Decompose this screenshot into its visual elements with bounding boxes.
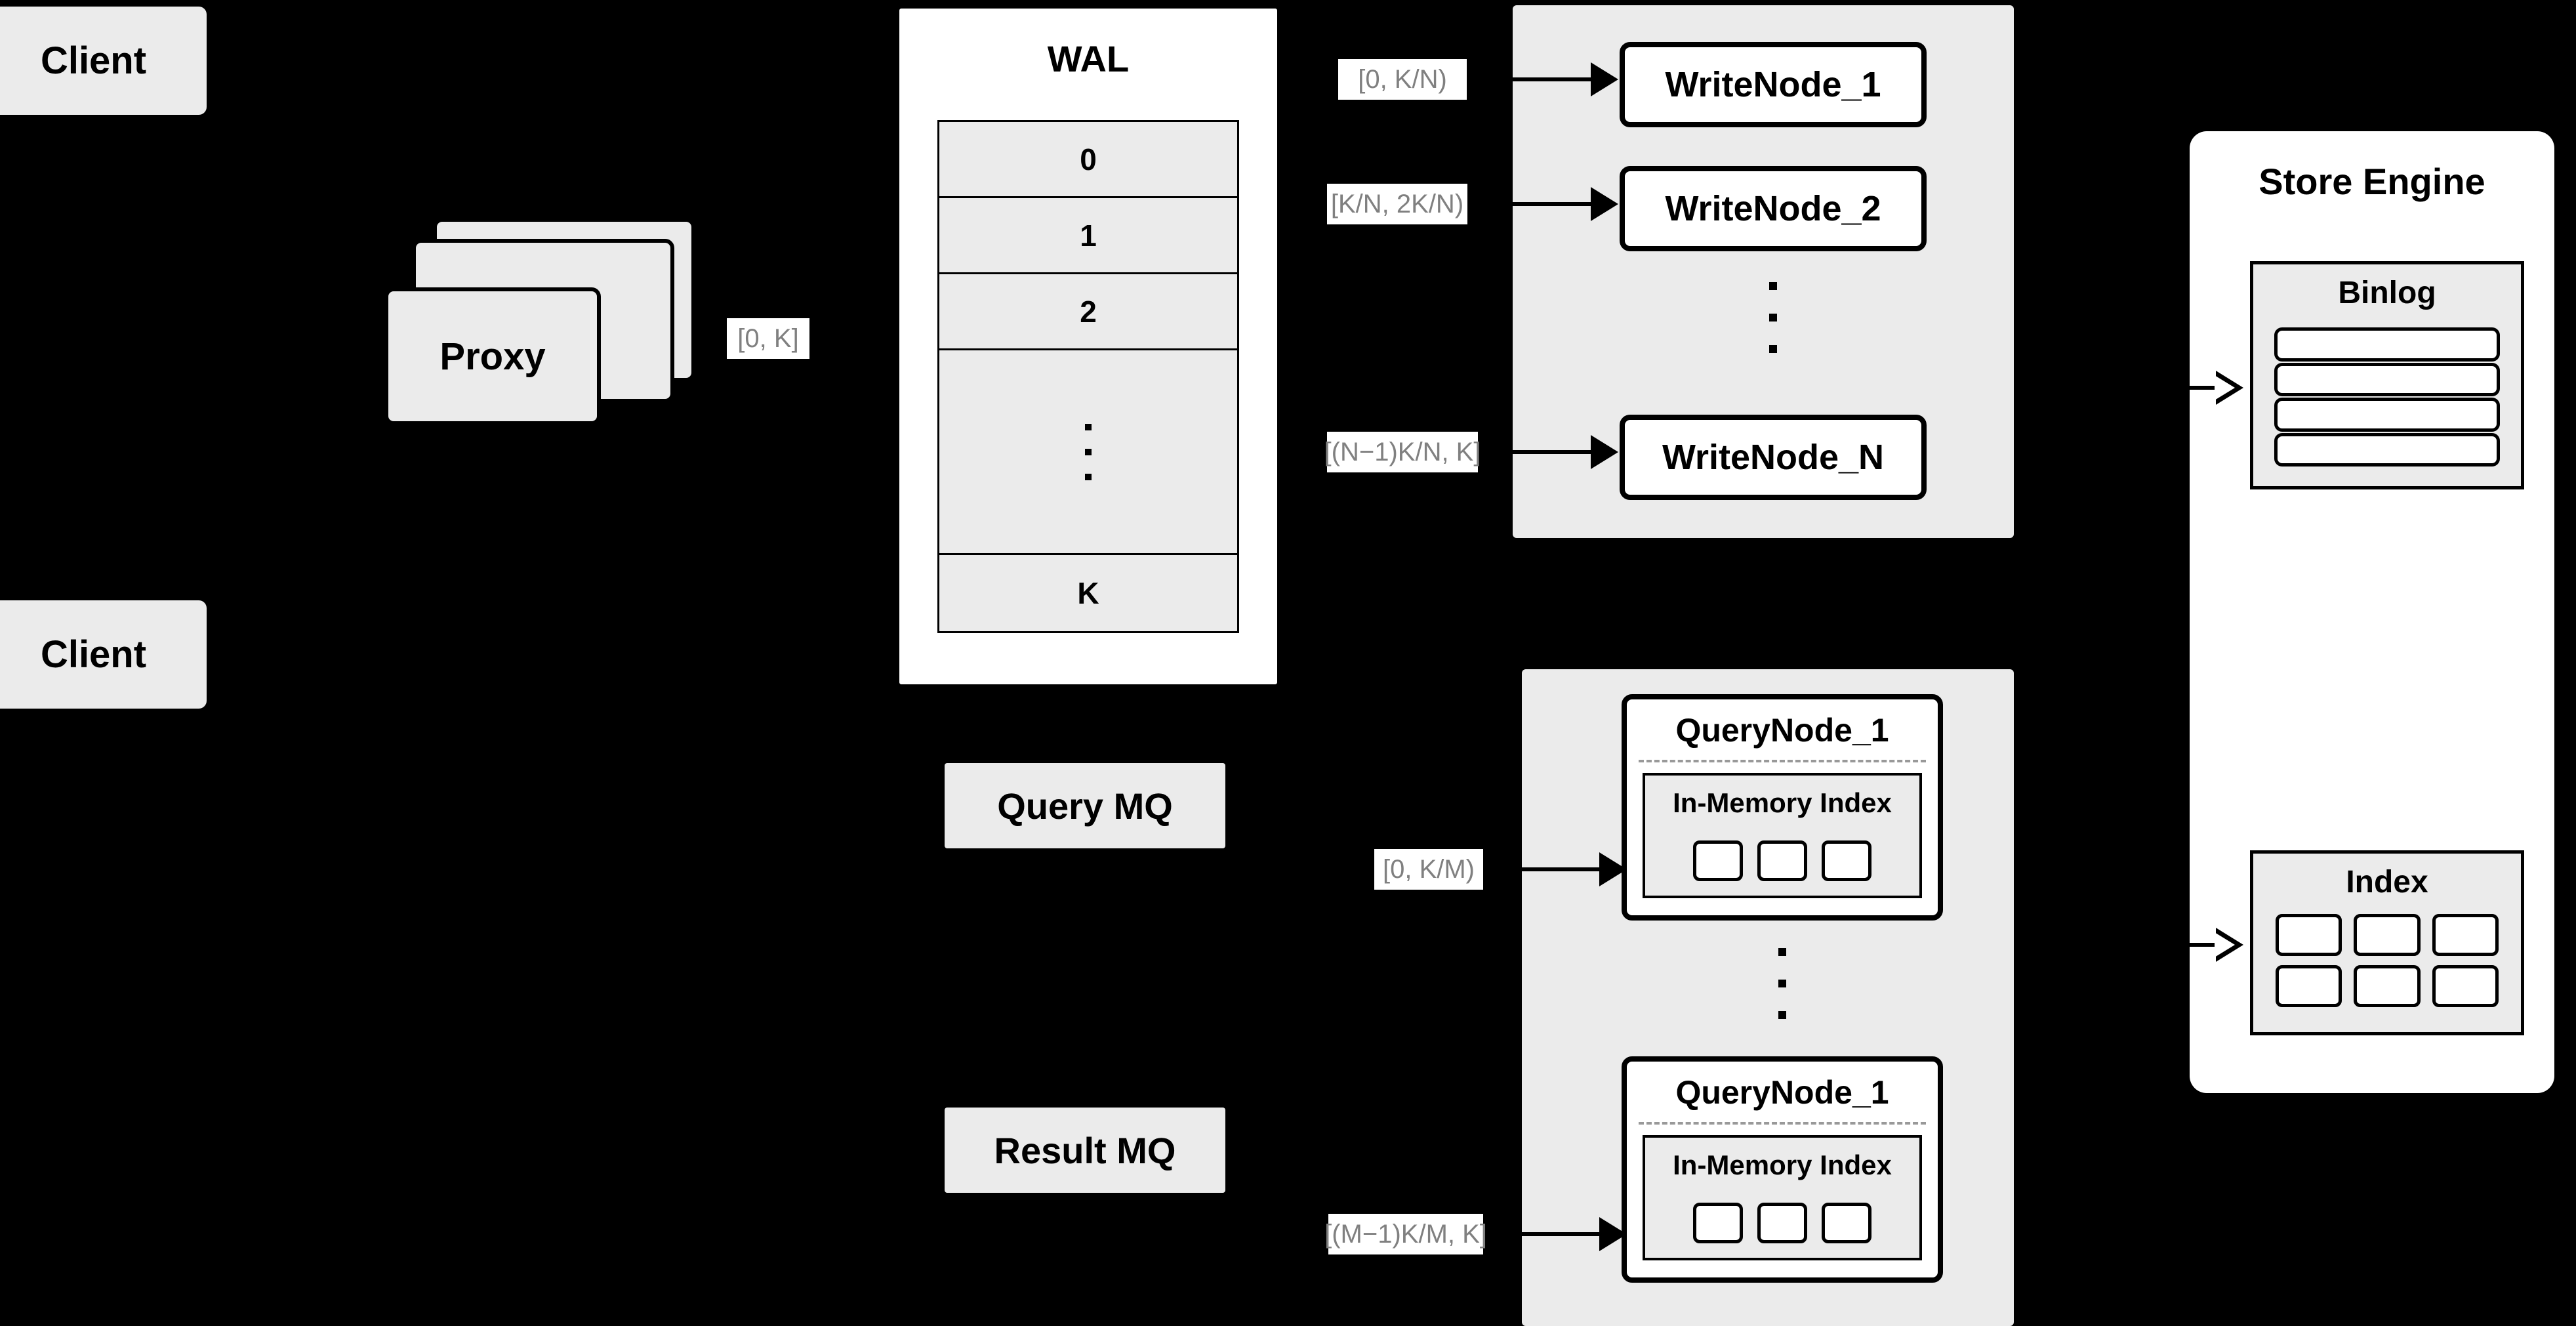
arrow-head-write-1 xyxy=(1591,62,1618,96)
index-cell xyxy=(1757,1203,1807,1243)
arrow-head-query-1 xyxy=(1599,852,1627,886)
client-box-1[interactable]: Client xyxy=(0,7,207,115)
in-memory-index-1-cells xyxy=(1645,840,1919,881)
wal-title: WAL xyxy=(1047,38,1130,79)
client-label-2: Client xyxy=(40,633,147,676)
index-cell xyxy=(1693,1203,1743,1243)
write-node-1-label: WriteNode_1 xyxy=(1665,65,1881,104)
arrow-line-write-1 xyxy=(1476,77,1591,81)
interval-label-write-node-n: [(N−1)K/N, K] xyxy=(1324,432,1481,472)
index-cell xyxy=(2354,914,2421,956)
binlog-row xyxy=(2274,327,2500,362)
query-node-group: QueryNode_1 In-Memory Index QueryNode_1 … xyxy=(1522,669,2014,1326)
interval-text-proxy: [0, K] xyxy=(737,324,799,353)
index-cell xyxy=(1693,840,1743,881)
binlog-panel: Binlog xyxy=(2250,261,2524,489)
arrow-line-binlog xyxy=(2182,386,2216,390)
result-mq-label: Result MQ xyxy=(994,1129,1176,1171)
write-node-n[interactable]: WriteNode_N xyxy=(1620,415,1927,500)
binlog-rows xyxy=(2274,327,2500,466)
binlog-row xyxy=(2274,432,2500,466)
query-mq-label: Query MQ xyxy=(997,785,1173,827)
query-mq-box[interactable]: Query MQ xyxy=(945,763,1225,848)
wal-row-ellipsis xyxy=(939,350,1237,555)
interval-text-write-1: [0, K/N) xyxy=(1358,65,1447,94)
in-memory-index-m-title: In-Memory Index xyxy=(1673,1150,1892,1180)
ellipsis-dot-icon xyxy=(1769,345,1777,353)
index-cell xyxy=(1822,1203,1871,1243)
write-node-n-label: WriteNode_N xyxy=(1662,438,1885,477)
ellipsis-dot-icon xyxy=(1778,980,1786,987)
in-memory-index-1: In-Memory Index xyxy=(1643,773,1922,898)
result-mq-box[interactable]: Result MQ xyxy=(945,1108,1225,1193)
wal-row-1: 1 xyxy=(939,198,1237,274)
binlog-title: Binlog xyxy=(2338,276,2436,310)
arrow-line-write-n xyxy=(1480,450,1591,454)
write-node-1[interactable]: WriteNode_1 xyxy=(1620,42,1927,127)
interval-text-write-2: [K/N, 2K/N) xyxy=(1330,190,1464,218)
write-node-ellipsis xyxy=(1769,282,1777,353)
index-title: Index xyxy=(2346,865,2428,900)
write-node-group: WriteNode_1 WriteNode_2 WriteNode_N xyxy=(1513,5,2014,538)
ellipsis-dot-icon xyxy=(1778,1011,1786,1019)
in-memory-index-m-cells xyxy=(1645,1203,1919,1243)
arrow-line-query-m xyxy=(1488,1232,1599,1236)
wal-row-2: 2 xyxy=(939,274,1237,350)
wal-row-0: 0 xyxy=(939,122,1237,198)
arrow-head-query-m xyxy=(1599,1217,1627,1251)
ellipsis-dot-icon xyxy=(1085,423,1092,430)
interval-text-write-n: [(N−1)K/N, K] xyxy=(1324,438,1481,466)
ellipsis-dot-icon xyxy=(1769,314,1777,321)
interval-text-query-m: [(M−1)K/M, K] xyxy=(1324,1220,1487,1249)
index-cell xyxy=(2354,965,2421,1007)
query-node-m-label: QueryNode_1 xyxy=(1675,1074,1889,1111)
query-node-1[interactable]: QueryNode_1 In-Memory Index xyxy=(1622,694,1943,921)
query-node-m-divider xyxy=(1639,1122,1926,1125)
index-cell xyxy=(2276,914,2342,956)
arrow-line-query-1 xyxy=(1488,867,1599,871)
arrow-line-write-2 xyxy=(1476,202,1591,206)
ellipsis-dot-icon xyxy=(1085,448,1092,455)
index-cell xyxy=(2432,914,2499,956)
index-grid xyxy=(2276,914,2499,1007)
binlog-row xyxy=(2274,398,2500,432)
write-node-2[interactable]: WriteNode_2 xyxy=(1620,166,1927,251)
index-cell xyxy=(2432,965,2499,1007)
arrow-head-write-2 xyxy=(1591,187,1618,221)
client-label-1: Client xyxy=(40,39,147,82)
store-engine-title: Store Engine xyxy=(2259,161,2485,202)
query-node-ellipsis xyxy=(1778,948,1786,1019)
interval-text-query-1: [0, K/M) xyxy=(1382,855,1475,884)
interval-label-query-node-m: [(M−1)K/M, K] xyxy=(1324,1214,1487,1254)
wal-row-k: K xyxy=(1077,576,1099,610)
interval-label-write-node-1: [0, K/N) xyxy=(1338,59,1467,100)
arrow-head-index xyxy=(2215,928,2243,962)
arrow-head-write-n xyxy=(1591,435,1618,469)
client-box-2[interactable]: Client xyxy=(0,600,207,709)
proxy-box[interactable]: Proxy xyxy=(384,287,601,425)
index-cell xyxy=(1757,840,1807,881)
proxy-label: Proxy xyxy=(440,335,546,378)
wal-entry-table: 0 1 2 K xyxy=(937,120,1239,633)
index-cell xyxy=(1822,840,1871,881)
index-cell xyxy=(2276,965,2342,1007)
ellipsis-dot-icon xyxy=(1769,282,1777,290)
ellipsis-dot-icon xyxy=(1085,473,1092,480)
interval-label-proxy-to-wal: [0, K] xyxy=(727,318,809,359)
query-node-1-divider xyxy=(1639,760,1926,762)
binlog-row xyxy=(2274,362,2500,396)
index-panel: Index xyxy=(2250,850,2524,1035)
arrow-line-index xyxy=(2182,943,2216,947)
ellipsis-dot-icon xyxy=(1778,948,1786,956)
query-node-1-label: QueryNode_1 xyxy=(1675,712,1889,749)
query-node-m[interactable]: QueryNode_1 In-Memory Index xyxy=(1622,1056,1943,1283)
in-memory-index-m: In-Memory Index xyxy=(1643,1135,1922,1260)
interval-label-write-node-2: [K/N, 2K/N) xyxy=(1327,184,1467,224)
store-engine-panel: Store Engine Binlog Index xyxy=(2190,131,2554,1093)
write-node-2-label: WriteNode_2 xyxy=(1665,189,1881,228)
in-memory-index-1-title: In-Memory Index xyxy=(1673,787,1892,818)
wal-panel: WAL 0 1 2 K xyxy=(896,5,1280,688)
arrow-head-binlog xyxy=(2215,371,2243,405)
interval-label-query-node-1: [0, K/M) xyxy=(1374,849,1483,890)
